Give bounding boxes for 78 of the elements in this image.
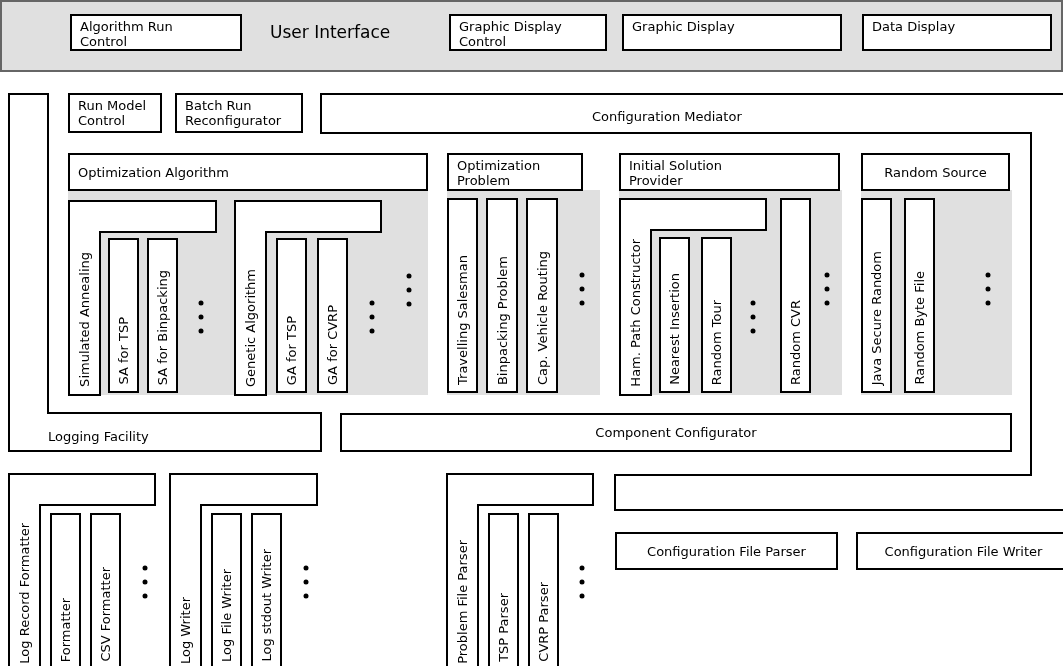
component-label: TSP Parser (496, 593, 511, 662)
component-box (175, 93, 303, 133)
component-box (861, 198, 892, 393)
component-label: Log Record Formatter (16, 523, 32, 664)
component-box (447, 198, 478, 393)
component-label: Random CVR (788, 300, 803, 385)
component-box (50, 513, 81, 666)
component-label: Graphic Display (632, 19, 735, 34)
component-label: Optimization Algorithm (78, 164, 229, 180)
component-box (619, 153, 840, 191)
component-box (488, 513, 519, 666)
component-label: Log stdout Writer (259, 549, 274, 662)
component-box (862, 14, 1052, 51)
l-shaped-box (234, 200, 382, 393)
component-box (856, 532, 1063, 570)
component-label: Configuration Mediator (592, 109, 742, 124)
component-label: Travelling Salesman (455, 255, 470, 385)
component-box (528, 513, 559, 666)
component-label: Initial Solution Provider (629, 158, 724, 188)
component-box (147, 238, 178, 393)
component-box (68, 153, 428, 191)
component-label: Batch Run Reconfigurator (185, 98, 283, 128)
component-label: Java Secure Random (869, 250, 884, 385)
l-shaped-box (68, 200, 217, 393)
component-box (90, 513, 121, 666)
component-label: Random Byte File (912, 271, 927, 385)
component-label: Cap. Vehicle Routing (534, 250, 550, 385)
component-label: Configuration File Parser (646, 543, 807, 559)
component-box (276, 238, 307, 393)
layer-band (0, 0, 1063, 72)
component-label: CVRP Parser (536, 582, 551, 662)
component-label: Formatter (58, 597, 73, 662)
component-label: Graphic Display Control (459, 19, 563, 49)
component-label: Run Model Control (78, 98, 148, 128)
component-label: Component Configurator (594, 425, 758, 440)
component-label: SA for TSP (116, 317, 131, 385)
component-label: Binpacking Problem (494, 255, 510, 385)
component-box (615, 532, 838, 570)
component-label: CSV Formatter (98, 567, 113, 662)
component-box (108, 238, 139, 393)
component-box (904, 198, 935, 393)
l-shaped-box (446, 473, 594, 666)
component-box (861, 153, 1010, 191)
component-label: Ham. Path Constructor (627, 239, 643, 387)
component-label: Optimization Problem (457, 158, 542, 188)
component-box (340, 413, 1012, 452)
component-box (622, 14, 842, 51)
component-box (701, 237, 732, 393)
component-box (251, 513, 282, 666)
component-box (659, 237, 690, 393)
l-shaped-box (8, 473, 156, 666)
component-box (211, 513, 242, 666)
component-box (449, 14, 607, 51)
component-label: Simulated Annealing (76, 252, 92, 387)
component-box (68, 93, 162, 133)
component-label: User Interface (270, 22, 391, 42)
component-box (70, 14, 242, 51)
component-label: Genetic Algorithm (242, 269, 258, 387)
component-box (780, 198, 811, 393)
component-box (447, 153, 583, 191)
component-label: Log File Writer (219, 569, 234, 662)
component-box (486, 198, 518, 393)
component-label: Algorithm Run Control (80, 19, 174, 49)
component-label: GA for TSP (284, 315, 299, 385)
component-label: Logging Facility (48, 429, 149, 444)
component-label: SA for Binpacking (155, 269, 170, 385)
component-label: Random Tour (709, 299, 724, 385)
component-label: Nearest Insertion (667, 273, 682, 385)
component-label: Configuration File Writer (883, 543, 1044, 559)
l-shaped-box (619, 198, 767, 393)
component-label: Data Display (872, 19, 956, 34)
l-shaped-box (169, 473, 318, 666)
component-box (526, 198, 558, 393)
component-label: Log Writer (177, 596, 193, 664)
component-box (317, 238, 348, 393)
component-label: Problem File Parser (454, 540, 470, 664)
component-label: Random Source (883, 164, 988, 180)
component-label: GA for CVRP (325, 305, 340, 385)
